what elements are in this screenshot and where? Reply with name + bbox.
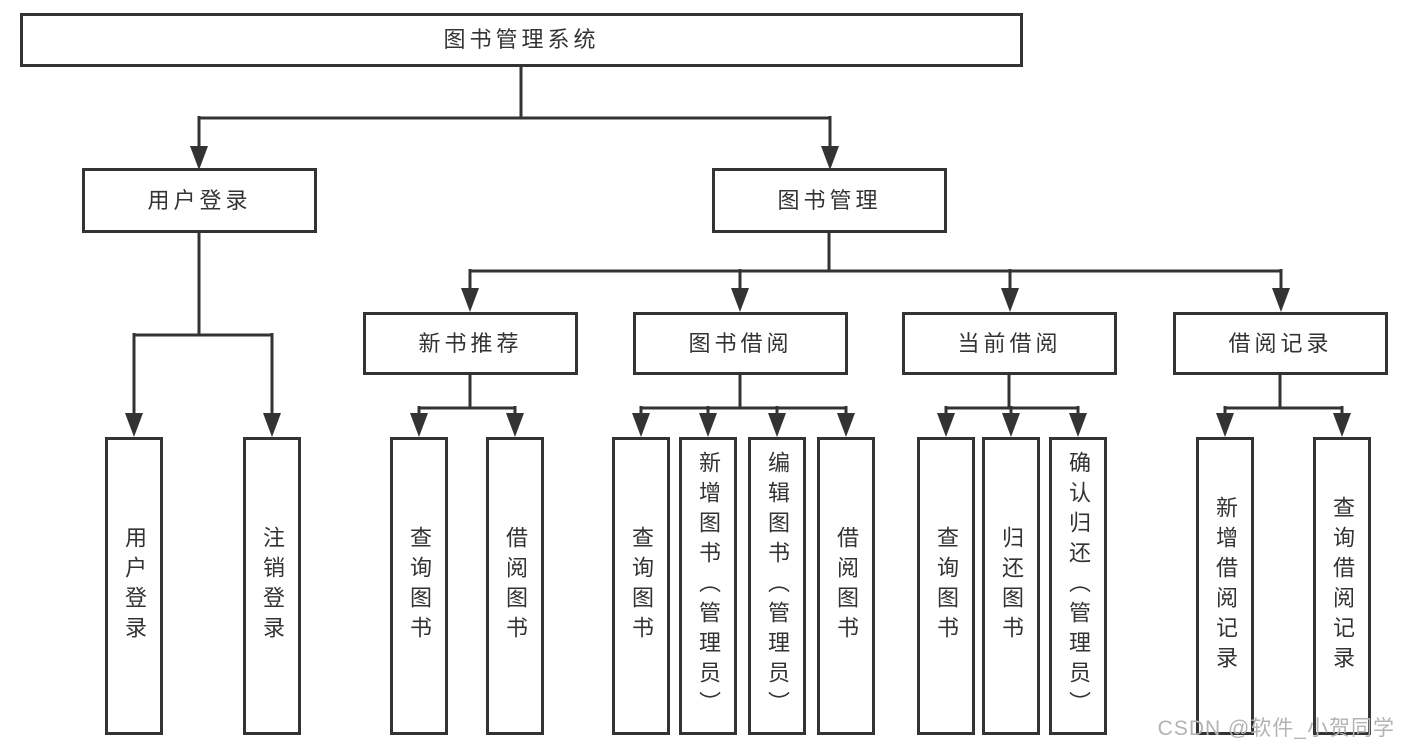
node-user-login-label: 用户登录 — [147, 187, 252, 213]
leaf-borrow-books: 借阅图书 — [817, 437, 875, 735]
leaf-add-book-admin-label: 新增图书（管理员） — [696, 451, 721, 721]
arrowhead — [1333, 413, 1351, 437]
arrowhead — [1216, 413, 1234, 437]
leaf-borrow-books-recommend: 借阅图书 — [486, 437, 544, 735]
leaf-query-books-current: 查询图书 — [917, 437, 975, 735]
csdn-watermark: CSDN @软件_小贺同学 — [1157, 717, 1395, 740]
arrowhead — [699, 413, 717, 437]
arrowhead — [1002, 413, 1020, 437]
connector-book-borrow-to-leaves — [632, 375, 855, 437]
node-book-management-label: 图书管理 — [777, 187, 882, 213]
leaf-add-borrow-record: 新增借阅记录 — [1196, 437, 1254, 735]
leaf-query-books-recommend-label: 查询图书 — [407, 526, 432, 646]
leaf-add-borrow-record-label: 新增借阅记录 — [1213, 496, 1238, 676]
connector-line — [944, 375, 1080, 414]
arrowhead — [461, 288, 479, 312]
leaf-query-borrow-record: 查询借阅记录 — [1313, 437, 1371, 735]
leaf-edit-book-admin-label: 编辑图书（管理员） — [765, 451, 790, 721]
leaf-confirm-return-admin: 确认归还（管理员） — [1049, 437, 1107, 735]
arrowhead — [263, 413, 281, 437]
leaf-borrow-books-label: 借阅图书 — [834, 526, 859, 646]
arrowhead — [937, 413, 955, 437]
connector-root-to-level2 — [190, 66, 839, 170]
node-root-label: 图书管理系统 — [443, 27, 600, 52]
leaf-logout: 注销登录 — [243, 437, 301, 735]
connector-line — [639, 375, 848, 414]
node-user-login: 用户登录 — [82, 168, 317, 233]
arrowhead — [506, 413, 524, 437]
arrowhead — [837, 413, 855, 437]
connector-new-book-recommend-to-leaves — [410, 375, 524, 437]
arrowhead — [125, 413, 143, 437]
leaf-query-books-borrow-label: 查询图书 — [629, 526, 654, 646]
leaf-query-books-borrow: 查询图书 — [612, 437, 670, 735]
node-book-borrow: 图书借阅 — [633, 312, 848, 375]
leaf-query-books-recommend: 查询图书 — [390, 437, 448, 735]
connector-user-login-to-leaves — [125, 232, 281, 437]
arrowhead — [1001, 288, 1019, 312]
node-borrow-records-label: 借阅记录 — [1228, 330, 1333, 356]
leaf-query-borrow-record-label: 查询借阅记录 — [1330, 496, 1355, 676]
node-current-borrow-label: 当前借阅 — [957, 330, 1062, 356]
leaf-borrow-books-recommend-label: 借阅图书 — [503, 526, 528, 646]
leaf-user-login: 用户登录 — [105, 437, 163, 735]
leaf-logout-label: 注销登录 — [260, 526, 285, 646]
node-root: 图书管理系统 — [20, 13, 1023, 67]
arrowhead — [731, 288, 749, 312]
arrowhead — [1069, 413, 1087, 437]
leaf-add-book-admin: 新增图书（管理员） — [679, 437, 737, 735]
node-book-management: 图书管理 — [712, 168, 947, 233]
leaf-edit-book-admin: 编辑图书（管理员） — [748, 437, 806, 735]
connector-current-borrow-to-leaves — [937, 375, 1087, 437]
connector-book-management-to-level3 — [461, 233, 1290, 312]
connector-line — [132, 232, 274, 413]
arrowhead — [632, 413, 650, 437]
node-book-borrow-label: 图书借阅 — [688, 330, 793, 356]
arrowhead — [821, 146, 839, 170]
connector-borrow-records-to-leaves — [1216, 375, 1351, 437]
leaf-query-books-current-label: 查询图书 — [934, 526, 959, 646]
leaf-confirm-return-admin-label: 确认归还（管理员） — [1066, 451, 1091, 721]
connector-line — [197, 66, 832, 148]
node-current-borrow: 当前借阅 — [902, 312, 1117, 375]
arrowhead — [190, 146, 208, 170]
connector-line — [417, 375, 517, 414]
node-borrow-records: 借阅记录 — [1173, 312, 1388, 375]
connector-line — [1223, 375, 1344, 414]
node-new-book-recommend: 新书推荐 — [363, 312, 578, 375]
node-new-book-recommend-label: 新书推荐 — [418, 330, 523, 356]
leaf-return-book: 归还图书 — [982, 437, 1040, 735]
arrowhead — [410, 413, 428, 437]
leaf-user-login-label: 用户登录 — [122, 526, 147, 646]
leaf-return-book-label: 归还图书 — [999, 526, 1024, 646]
connector-line — [468, 233, 1283, 290]
arrowhead — [1272, 288, 1290, 312]
arrowhead — [768, 413, 786, 437]
